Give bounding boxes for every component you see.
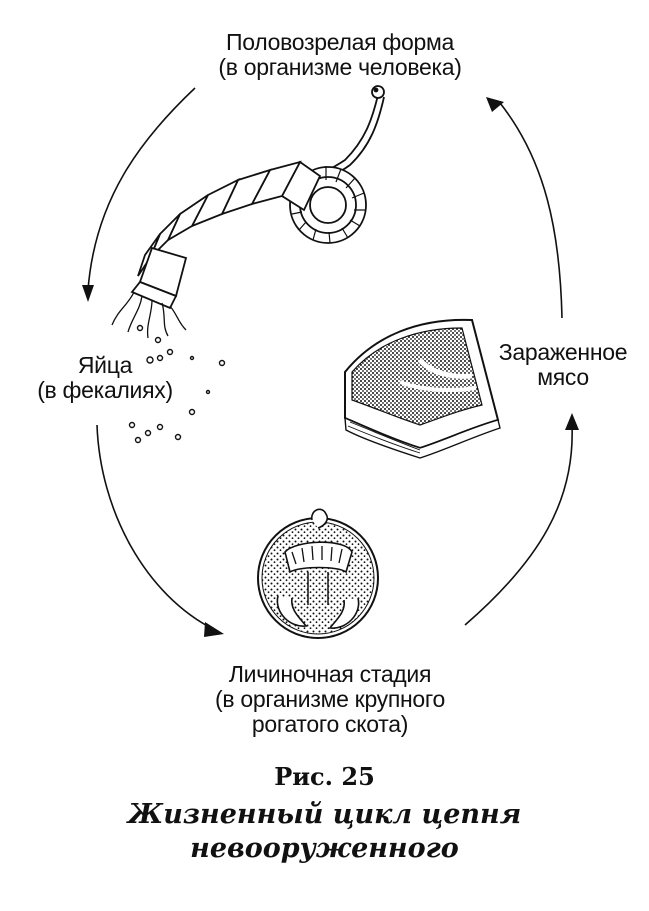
- arrow-larva-to-meat: [464, 424, 573, 626]
- infected-meat-icon: [344, 318, 501, 459]
- cysticercus-icon: [257, 508, 379, 639]
- arrowhead-eggs: [82, 285, 94, 302]
- stage-label-eggs-line1: Яйца: [77, 352, 133, 378]
- figure-number: Рис. 25: [274, 762, 375, 791]
- figure-title-line1: Жизненный цикл цепня: [127, 799, 522, 830]
- stage-label-larva-line2: (в организме крупного: [214, 686, 446, 712]
- tapeworm-icon: [111, 85, 385, 339]
- arrowhead-adult: [486, 97, 504, 112]
- arrow-adult-to-eggs: [87, 87, 196, 291]
- eggs-icon: [128, 324, 226, 444]
- stage-label-larva-line1: Личиночная стадия: [228, 661, 432, 687]
- stage-label-adult-line1: Половозрелая форма: [226, 29, 454, 55]
- stage-label-meat-line1: Зараженное: [498, 339, 628, 365]
- figure-title: Жизненный цикл цепня невооруженного: [0, 798, 649, 866]
- cycle-arrow-icon: [87, 87, 573, 631]
- figure-title-line2: невооруженного: [190, 833, 459, 864]
- arrowhead-meat: [565, 413, 579, 430]
- stage-label-eggs: Яйца (в фекалиях): [0, 353, 210, 403]
- stage-label-larva-line3: рогатого скота): [251, 711, 409, 737]
- stage-label-eggs-line2: (в фекалиях): [37, 377, 173, 403]
- stage-label-adult: Половозрелая форма (в организме человека…: [170, 30, 510, 80]
- stage-label-meat: Зараженное мясо: [478, 340, 648, 390]
- stage-label-meat-line2: мясо: [537, 364, 589, 390]
- arrowhead-larva: [204, 622, 224, 637]
- stage-label-larva: Личиночная стадия (в организме крупного …: [160, 662, 500, 737]
- arrow-meat-to-adult: [499, 102, 563, 319]
- arrow-eggs-to-larva: [96, 424, 216, 631]
- stage-label-adult-line2: (в организме человека): [218, 54, 462, 80]
